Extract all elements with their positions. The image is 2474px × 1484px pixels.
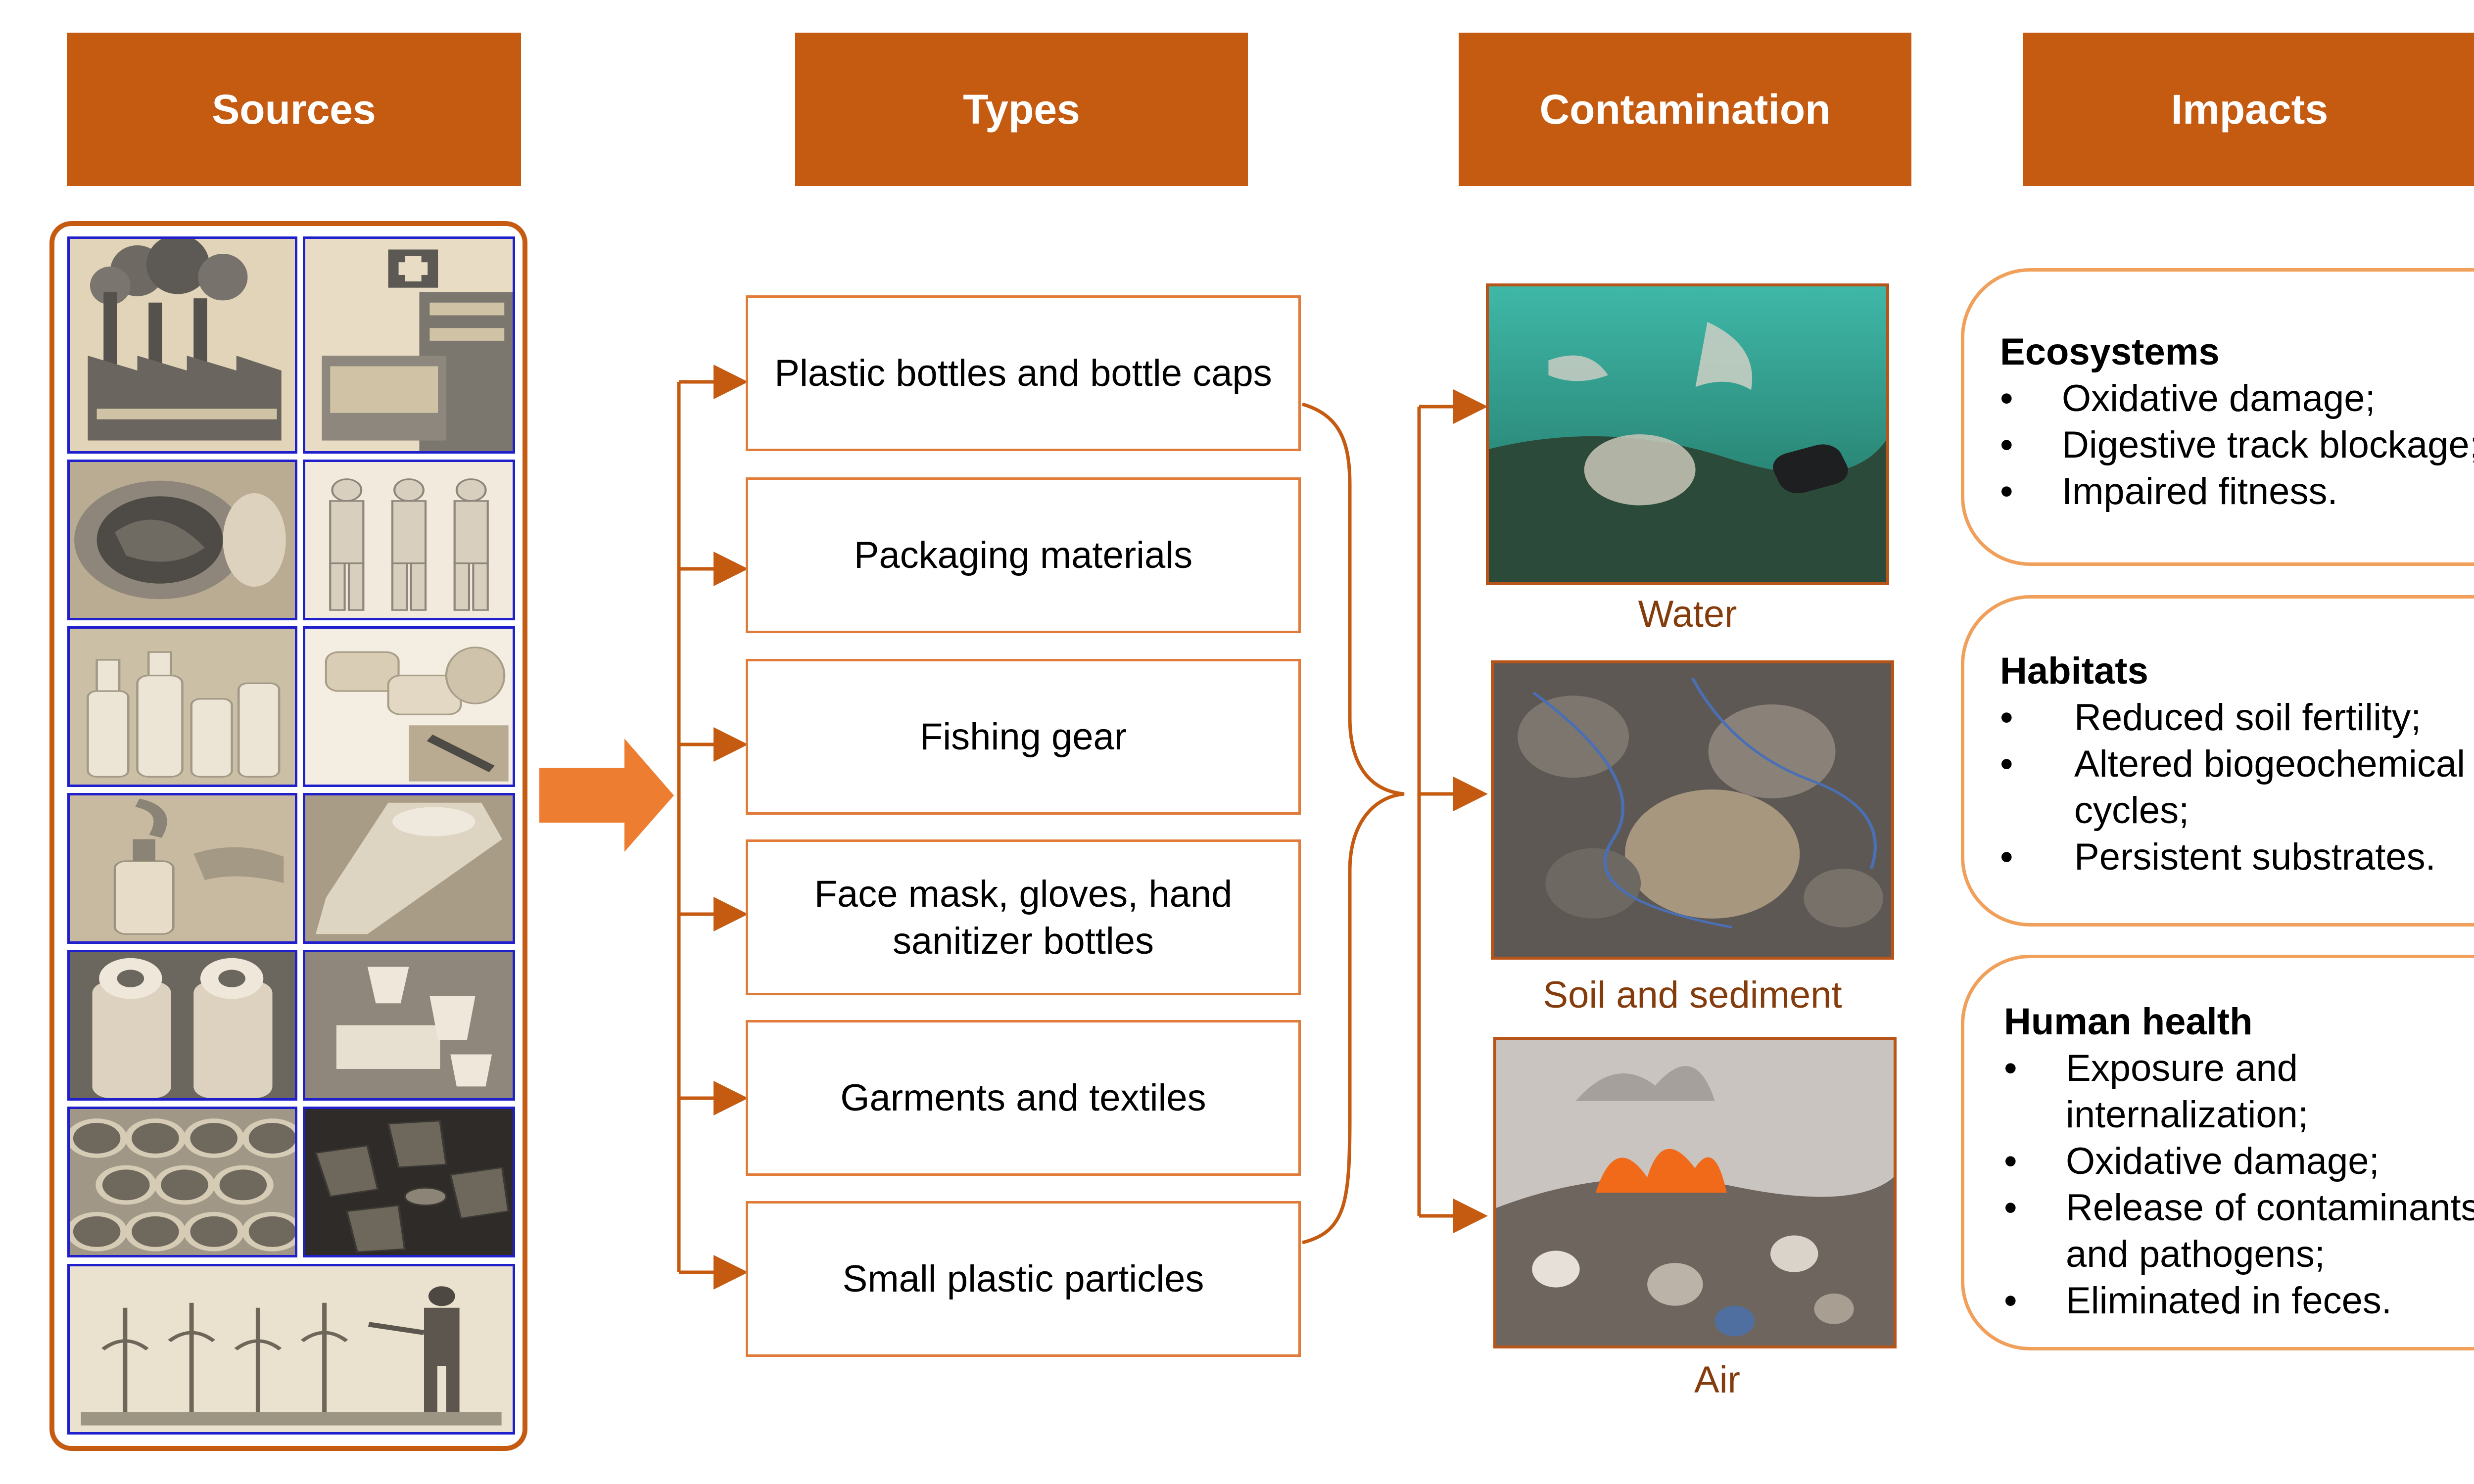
- list-item-text: Eliminated in feces.: [2066, 1280, 2392, 1322]
- list-item: Reduced soil fertility;: [2000, 695, 2474, 741]
- impact-ecosystems: Ecosystems Oxidative damage; Digestive t…: [1961, 268, 2474, 566]
- header-contamination: Contamination: [1459, 33, 1911, 186]
- list-item-text: Reduced soil fertility;: [2074, 696, 2422, 739]
- water-photo: [1486, 283, 1889, 585]
- list-item: Altered biogeochemical cycles;: [2000, 741, 2474, 834]
- list-item: Persistent substrates.: [2000, 834, 2474, 881]
- type-small-plastic-particles: Small plastic particles: [746, 1201, 1301, 1357]
- factory-icon: [67, 236, 297, 454]
- big-flow-arrow: [539, 739, 674, 852]
- protective-suit-icon: [303, 460, 515, 620]
- label-soil-sediment: Soil and sediment: [1543, 974, 1842, 1016]
- foam-containers-icon: [303, 950, 515, 1101]
- list-item: Oxidative damage;: [2004, 1138, 2474, 1185]
- type-fishing-gear: Fishing gear: [746, 659, 1301, 815]
- type-garments-textiles: Garments and textiles: [746, 1020, 1301, 1176]
- impact-human-health-list: Exposure and internalization; Oxidative …: [2004, 1045, 2474, 1324]
- type-packaging-materials: Packaging materials: [746, 477, 1301, 633]
- header-sources: Sources: [67, 33, 521, 186]
- impact-ecosystems-list: Oxidative damage; Digestive track blocka…: [2000, 375, 2474, 515]
- washing-machine-icon: [67, 460, 297, 620]
- list-item: Release of contaminants and pathogens;: [2004, 1185, 2474, 1278]
- list-item-text: Release of contaminants and pathogens;: [2066, 1187, 2474, 1275]
- list-item: Digestive track blockage;: [2000, 422, 2474, 468]
- list-item-text: Oxidative damage;: [2066, 1140, 2379, 1182]
- list-item: Oxidative damage;: [2000, 375, 2474, 422]
- hospital-icon: [303, 236, 515, 454]
- impact-human-health: Human health Exposure and internalizatio…: [1961, 955, 2474, 1350]
- label-water: Water: [1638, 593, 1737, 635]
- face-masks-icon: [303, 626, 515, 787]
- list-item-text: Impaired fitness.: [2062, 470, 2338, 512]
- list-item: Eliminated in feces.: [2004, 1278, 2474, 1324]
- plastic-cups-icon: [303, 1107, 515, 1257]
- impact-habitats-list: Reduced soil fertility; Altered biogeoch…: [2000, 695, 2474, 881]
- label-air: Air: [1694, 1359, 1740, 1401]
- header-impacts: Impacts: [2023, 33, 2474, 186]
- list-item-text: Persistent substrates.: [2074, 836, 2436, 878]
- cleaning-bottles-icon: [67, 626, 297, 787]
- list-item-text: Exposure and internalization;: [2066, 1047, 2309, 1136]
- plastic-pipes-icon: [67, 1107, 297, 1257]
- impact-habitats: Habitats Reduced soil fertility; Altered…: [1961, 595, 2474, 927]
- list-item-text: Oxidative damage;: [2062, 377, 2376, 419]
- plastic-film-roll-icon: [303, 793, 515, 944]
- list-item-text: Digestive track blockage;: [2062, 424, 2474, 466]
- impact-human-health-title: Human health: [2004, 1001, 2253, 1043]
- type-plastic-bottles: Plastic bottles and bottle caps: [746, 295, 1301, 451]
- list-item-text: Altered biogeochemical cycles;: [2074, 743, 2466, 832]
- air-photo: [1493, 1037, 1897, 1348]
- list-item: Exposure and internalization;: [2004, 1045, 2474, 1138]
- type-face-mask-gloves: Face mask, gloves, hand sanitizer bottle…: [746, 839, 1301, 995]
- soil-photo: [1491, 660, 1894, 960]
- water-bottles-icon: [67, 950, 297, 1101]
- impact-habitats-title: Habitats: [2000, 650, 2148, 692]
- farmer-spraying-icon: [67, 1264, 515, 1435]
- hand-sanitizer-icon: [67, 793, 297, 944]
- impact-ecosystems-title: Ecosystems: [2000, 331, 2220, 373]
- header-types: Types: [795, 33, 1248, 186]
- list-item: Impaired fitness.: [2000, 468, 2474, 515]
